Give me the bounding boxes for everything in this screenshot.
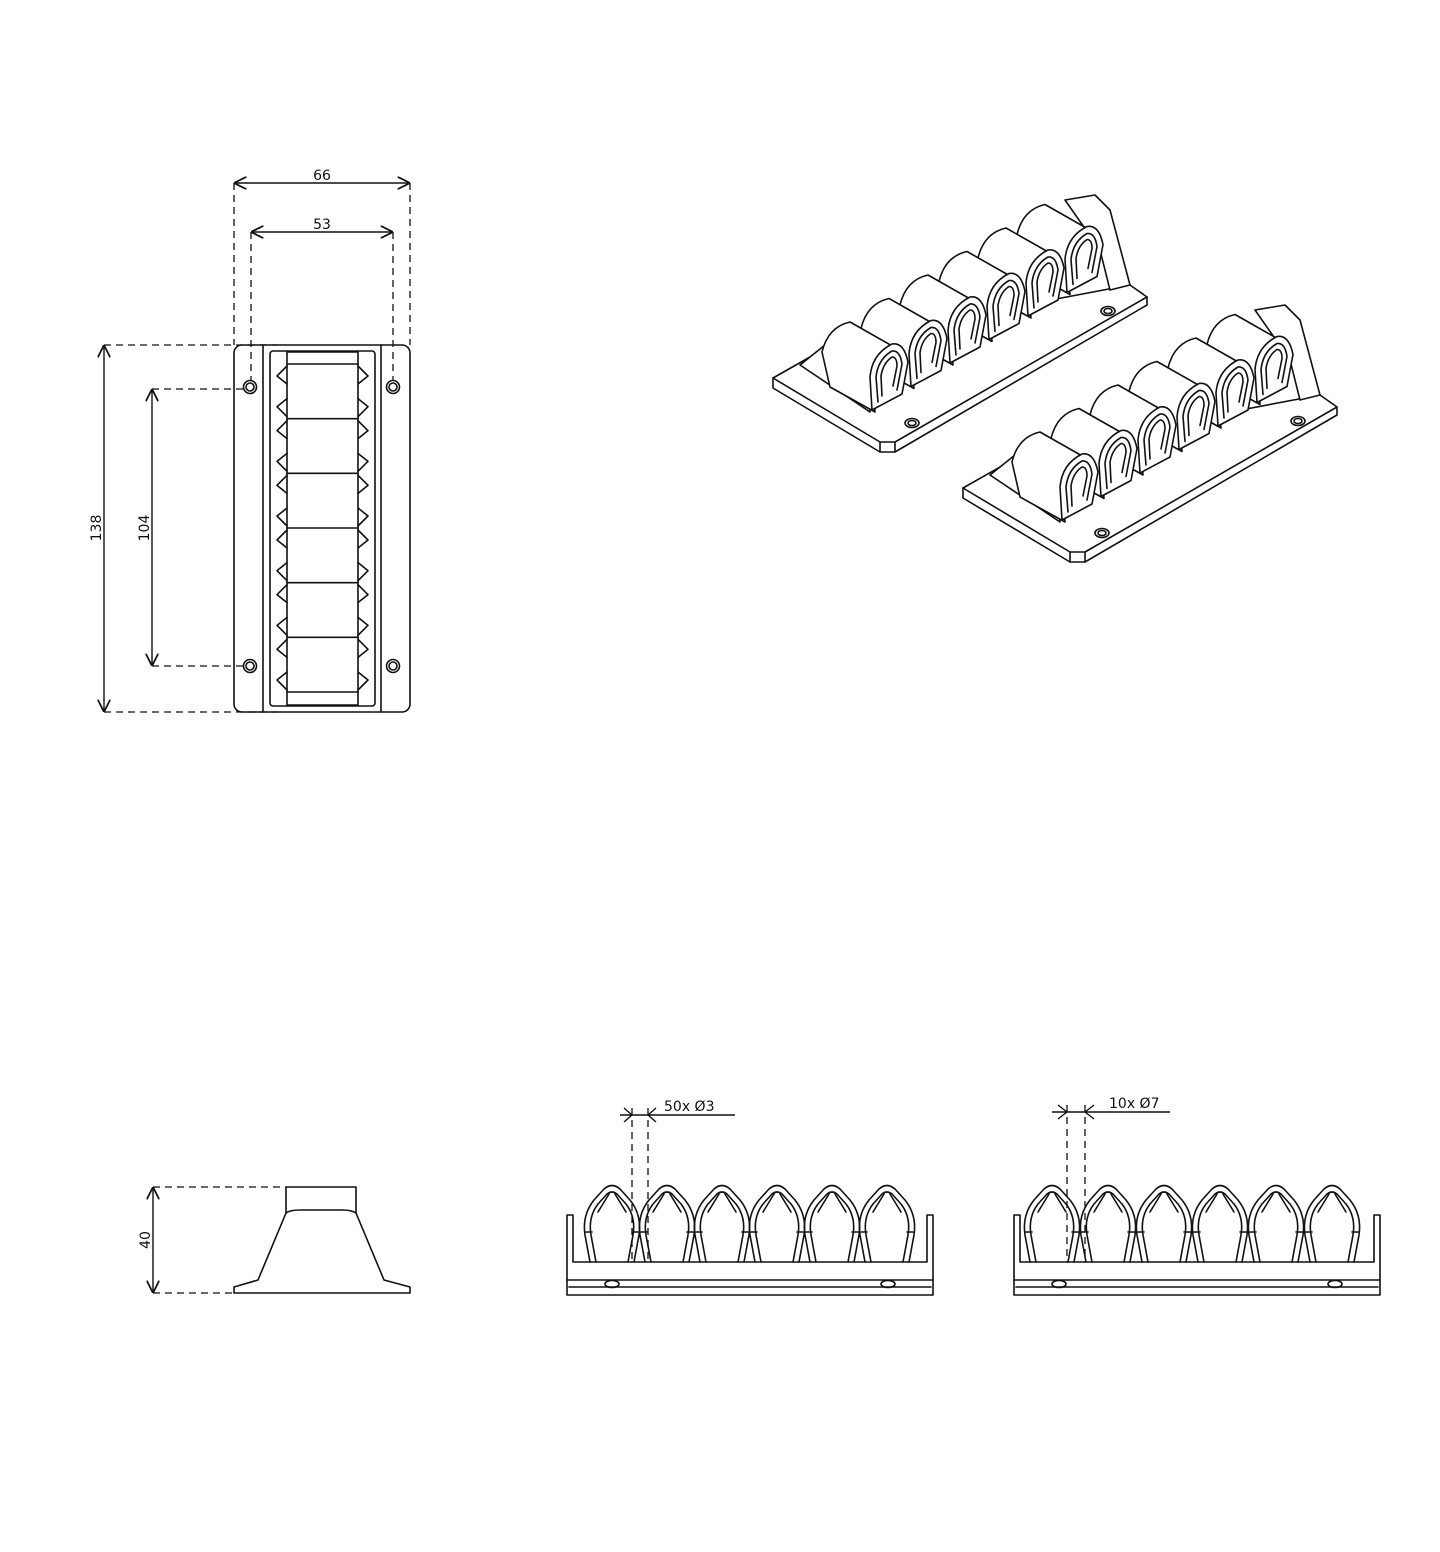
- wire-loop: [693, 1184, 751, 1263]
- clip-tab: [276, 529, 288, 582]
- tray-base: [566, 1214, 934, 1296]
- inner-frame: [269, 350, 376, 707]
- wire-loop-inner: [754, 1191, 800, 1263]
- top-view: 66 53 138 104: [89, 168, 411, 713]
- front-view-b: 10x Ø7: [1013, 1096, 1381, 1296]
- iso-tray: [772, 194, 1148, 453]
- clip-loop: [1098, 429, 1138, 498]
- mount-hole: [242, 379, 258, 395]
- callout-hole-diameter: 10x Ø7: [1109, 1096, 1159, 1112]
- tray-base: [1013, 1214, 1381, 1296]
- side-view: 40: [138, 1186, 411, 1294]
- dim-label-width-holes: 53: [313, 217, 331, 233]
- clip-tab: [276, 419, 288, 473]
- clip-tab: [276, 365, 288, 418]
- wire-loop-inner: [589, 1191, 635, 1263]
- wire-loop-inner: [809, 1191, 855, 1263]
- clip-loop: [1254, 335, 1294, 404]
- mount-hole: [385, 658, 401, 674]
- wire-loop-inner: [1253, 1191, 1299, 1263]
- wire-loop: [1303, 1184, 1361, 1263]
- wire-loop: [1079, 1184, 1137, 1263]
- wire-loop-inner: [699, 1191, 745, 1263]
- mount-hole: [904, 417, 920, 429]
- callout-wire-diameter: 50x Ø3: [664, 1099, 714, 1115]
- wire-loop-inner: [1029, 1191, 1075, 1263]
- mount-hole: [880, 1279, 896, 1289]
- wire-loop: [803, 1184, 861, 1263]
- mount-hole: [1051, 1279, 1067, 1289]
- clip-loop: [908, 319, 948, 388]
- mount-hole: [1094, 527, 1110, 539]
- clip-loop: [1064, 225, 1104, 294]
- front-view-a: 50x Ø3: [566, 1099, 934, 1296]
- clip-tab: [357, 365, 369, 418]
- clip-tab: [276, 638, 288, 691]
- dim-label-length-holes: 104: [137, 515, 153, 542]
- mount-hole: [1100, 305, 1116, 317]
- wire-loop: [638, 1184, 696, 1263]
- wire-loop-inner: [864, 1191, 910, 1263]
- clip-loop: [1215, 359, 1255, 427]
- wire-loop-inner: [644, 1191, 690, 1263]
- clip-loop: [947, 296, 987, 364]
- mount-hole: [604, 1279, 620, 1289]
- clip-tab: [276, 474, 288, 527]
- dim-label-length-outer: 138: [89, 515, 105, 542]
- wire-loop-inner: [1309, 1191, 1355, 1263]
- clip-tab: [357, 529, 369, 582]
- iso-tray: [962, 304, 1338, 563]
- clip-loop: [1025, 249, 1065, 317]
- clip-tab: [276, 583, 288, 637]
- clip-loop: [1176, 382, 1216, 451]
- clip-tab: [357, 583, 369, 637]
- wire-loop-inner: [1141, 1191, 1187, 1263]
- clip-tab: [357, 474, 369, 527]
- clip-tab: [357, 638, 369, 691]
- dim-label-height: 40: [138, 1231, 154, 1249]
- clip-tab: [357, 419, 369, 473]
- mount-hole: [242, 658, 258, 674]
- wire-loop: [858, 1184, 916, 1263]
- wire-loop: [1247, 1184, 1305, 1263]
- side-profile: [233, 1186, 411, 1294]
- wire-loop: [583, 1184, 641, 1263]
- clip-loop: [1137, 406, 1177, 474]
- iso-clip: [1011, 431, 1099, 523]
- wire-loop: [1135, 1184, 1193, 1263]
- clip-loop: [1059, 453, 1099, 521]
- wire-loop-inner: [1085, 1191, 1131, 1263]
- dim-label-width-outer: 66: [313, 168, 331, 184]
- wire-loop: [1023, 1184, 1081, 1263]
- mount-hole: [1290, 415, 1306, 427]
- clip-loop: [986, 272, 1026, 341]
- mount-hole: [1327, 1279, 1343, 1289]
- wire-loop-inner: [1197, 1191, 1243, 1263]
- wire-loop: [748, 1184, 806, 1263]
- mount-hole: [385, 379, 401, 395]
- iso-clip: [821, 321, 909, 413]
- clip-loop: [869, 343, 909, 411]
- base-plate: [233, 344, 411, 713]
- isometric-view: [772, 194, 1338, 563]
- wire-loop: [1191, 1184, 1249, 1263]
- clip-cells: [276, 363, 369, 693]
